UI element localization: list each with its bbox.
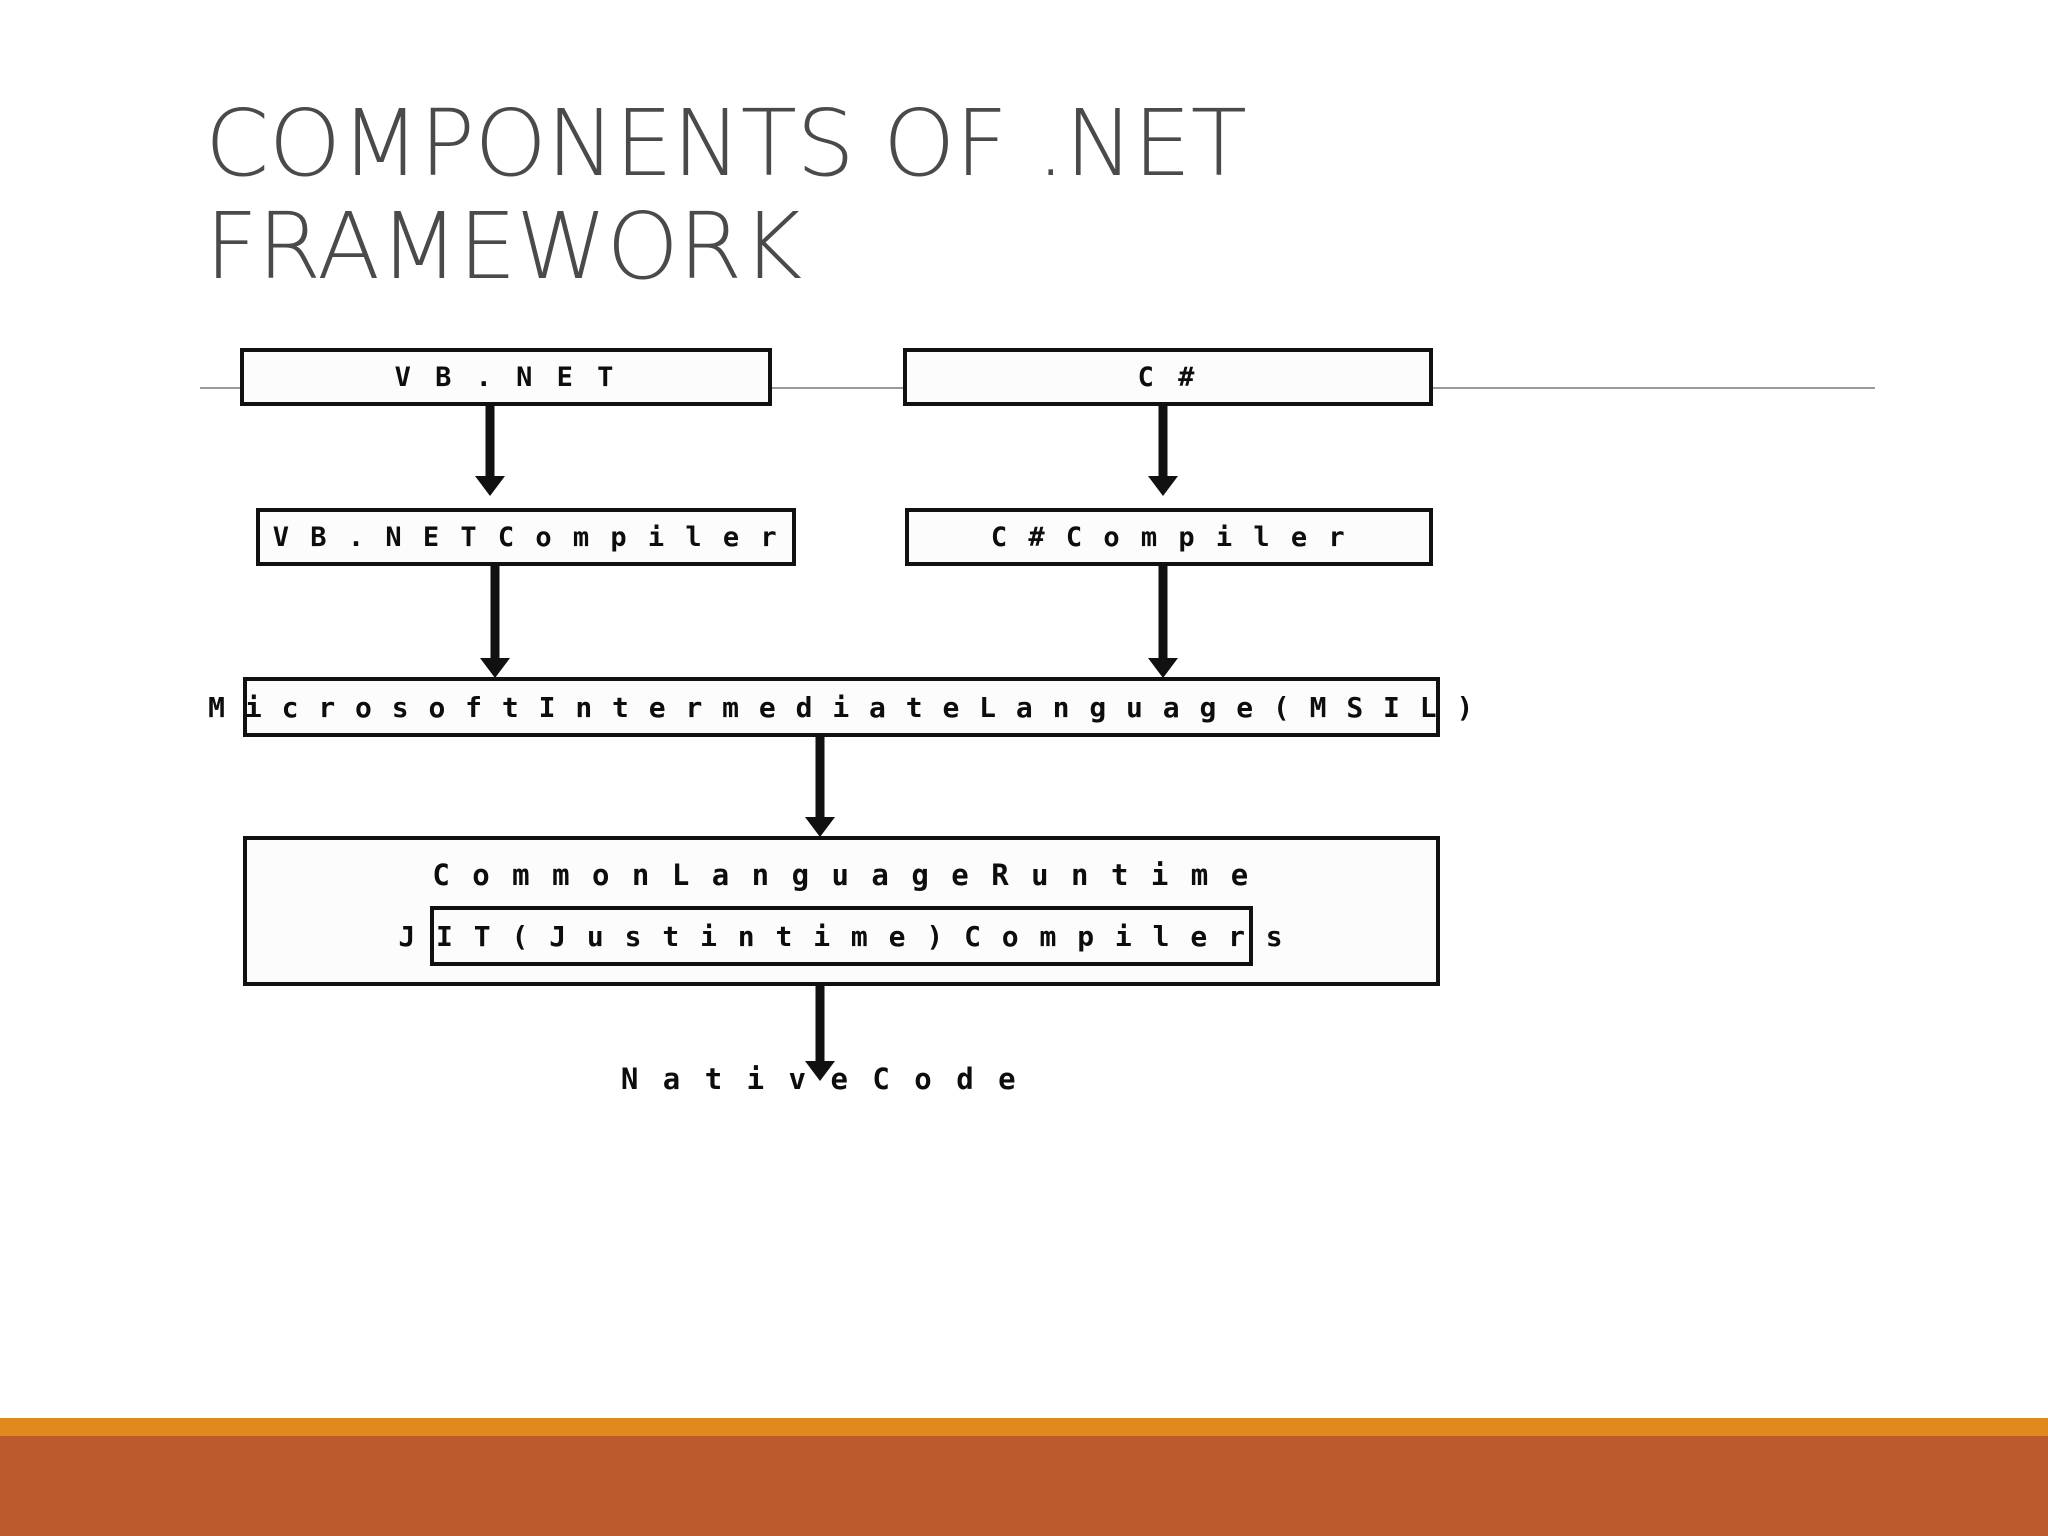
arrow-shaft [485,406,495,478]
node-csharp-compiler[interactable]: C # C o m p i l e r [905,508,1433,566]
footer-base-bar [0,1436,2048,1536]
arrow-head [1148,476,1178,496]
edge-cscompiler-to-msil [1148,566,1178,678]
node-jit-compilers-label: J I T ( J u s t i n t i m e ) C o m p i … [398,919,1285,953]
node-clr[interactable]: C o m m o n L a n g u a g e R u n t i m … [243,836,1440,986]
edge-csharp-to-cscompiler [1148,406,1178,496]
arrow-head [1148,658,1178,678]
node-jit-compilers[interactable]: J I T ( J u s t i n t i m e ) C o m p i … [398,906,1283,966]
node-vbnet-label: V B . N E T [394,361,618,393]
arrow-shaft [1158,406,1168,478]
edge-clr-to-native [805,986,835,1081]
arrow-shaft [490,566,500,660]
arrow-shaft [815,986,825,1063]
node-vbnet[interactable]: V B . N E T [240,348,772,406]
node-csharp[interactable]: C # [903,348,1433,406]
edge-vbcompiler-to-msil [480,566,510,678]
edge-msil-to-clr [805,737,835,837]
node-clr-label: C o m m o n L a n g u a g e R u n t i m … [432,858,1251,892]
node-vbnet-compiler[interactable]: V B . N E T C o m p i l e r [256,508,796,566]
page-title: COMPONENTS OF .NET FRAMEWORK [205,90,1247,301]
node-vbnet-compiler-label: V B . N E T C o m p i l e r [272,521,780,553]
arrow-head [805,1061,835,1081]
footer-accent-bar [0,1418,2048,1436]
arrow-head [475,476,505,496]
arrow-shaft [815,737,825,819]
node-msil-label: M i c r o s o f t I n t e r m e d i a t … [208,690,1475,724]
arrow-shaft [1158,566,1168,660]
node-csharp-compiler-label: C # C o m p i l e r [990,521,1348,553]
node-native-code: N a t i v e C o d e [520,1062,1120,1096]
node-native-code-label: N a t i v e C o d e [620,1062,1020,1096]
node-msil[interactable]: M i c r o s o f t I n t e r m e d i a t … [208,677,1473,737]
edge-vbnet-to-vbcompiler [475,406,505,496]
arrow-head [805,817,835,837]
arrow-head [480,658,510,678]
node-csharp-label: C # [1137,361,1199,393]
